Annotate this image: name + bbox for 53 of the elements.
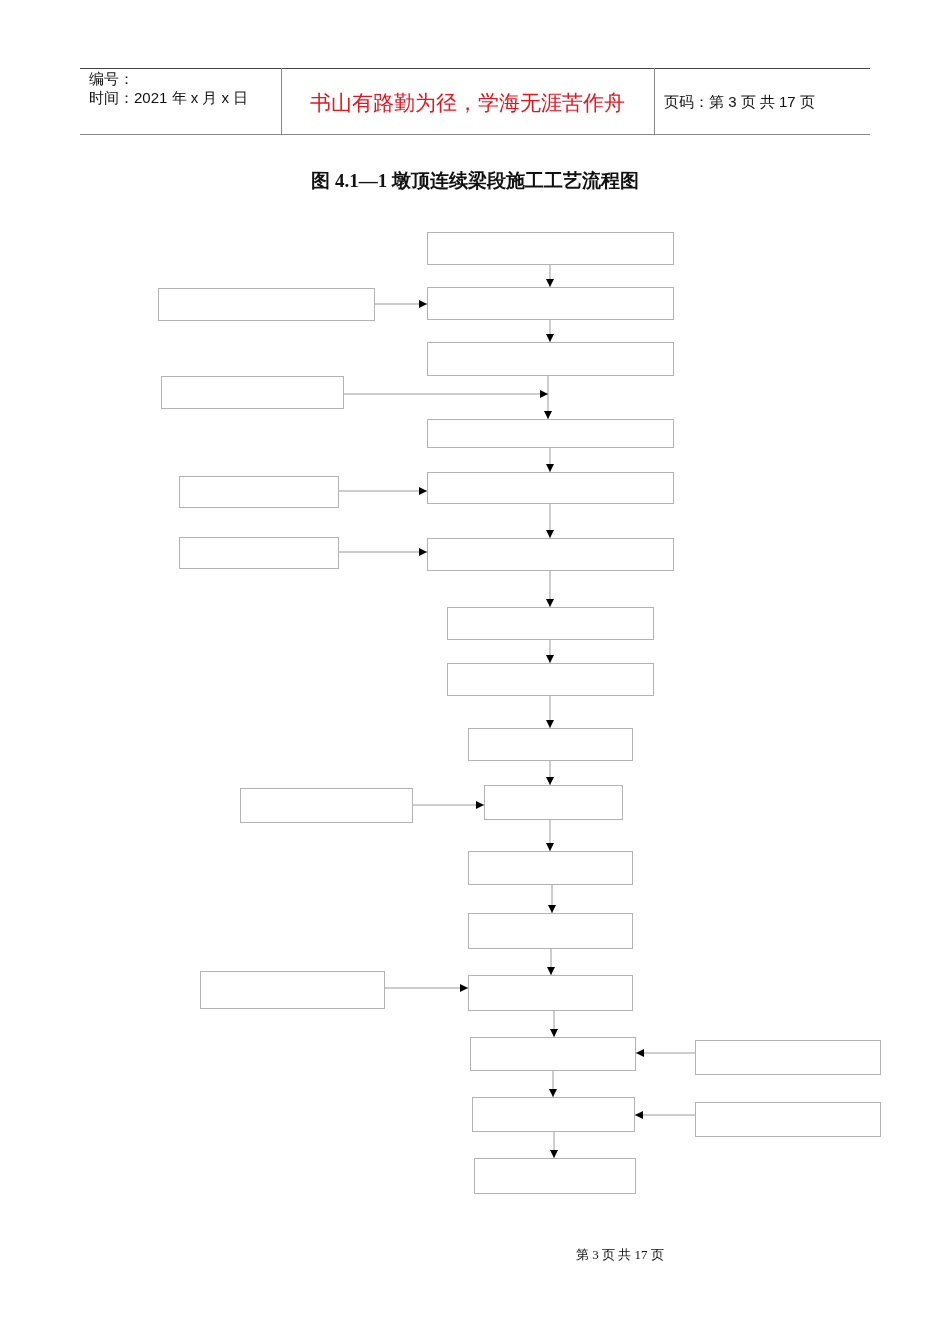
process-box <box>427 232 674 265</box>
process-box <box>427 419 674 448</box>
process-box <box>179 476 339 508</box>
arrow <box>374 300 428 308</box>
process-box <box>427 538 674 571</box>
process-box <box>427 472 674 504</box>
arrow <box>548 884 556 914</box>
process-box <box>470 1037 636 1071</box>
process-box <box>447 607 654 640</box>
arrow <box>550 1010 558 1038</box>
arrow <box>546 570 554 608</box>
arrow <box>546 639 554 664</box>
arrow <box>546 503 554 539</box>
process-box <box>240 788 413 823</box>
process-box <box>200 971 385 1009</box>
arrow <box>546 264 554 288</box>
process-box <box>179 537 339 569</box>
arrow <box>547 948 555 976</box>
process-box <box>484 785 623 820</box>
arrow <box>550 1131 558 1159</box>
arrow <box>338 487 428 495</box>
arrow <box>384 984 469 992</box>
arrow <box>343 390 549 398</box>
page-number: 页码：第 3 页 共 17 页 <box>664 93 815 111</box>
arrow <box>544 375 552 420</box>
arrow <box>546 760 554 786</box>
process-box <box>468 851 633 885</box>
process-box <box>468 975 633 1011</box>
arrow <box>546 319 554 343</box>
arrow <box>338 548 428 556</box>
process-box <box>695 1040 881 1075</box>
arrow <box>549 1070 557 1098</box>
process-box <box>474 1158 636 1194</box>
process-box <box>695 1102 881 1137</box>
arrow <box>412 801 485 809</box>
process-box <box>472 1097 635 1132</box>
process-box <box>468 913 633 949</box>
arrow <box>546 819 554 852</box>
motto-text: 书山有路勤为径，学海无涯苦作舟 <box>309 90 625 116</box>
arrow <box>634 1111 696 1119</box>
process-box <box>468 728 633 761</box>
process-box <box>158 288 375 321</box>
process-box <box>427 287 674 320</box>
process-box <box>161 376 344 409</box>
page-footer: 第 3 页 共 17 页 <box>576 1247 664 1263</box>
process-box <box>447 663 654 696</box>
arrow <box>546 447 554 473</box>
diagram-title: 图 4.1—1 墩顶连续梁段施工工艺流程图 <box>311 170 639 191</box>
process-box <box>427 342 674 376</box>
header-field: 编号： <box>89 70 134 88</box>
header-field: 时间：2021 年 x 月 x 日 <box>89 89 249 107</box>
arrow <box>546 695 554 729</box>
arrow <box>635 1049 696 1057</box>
